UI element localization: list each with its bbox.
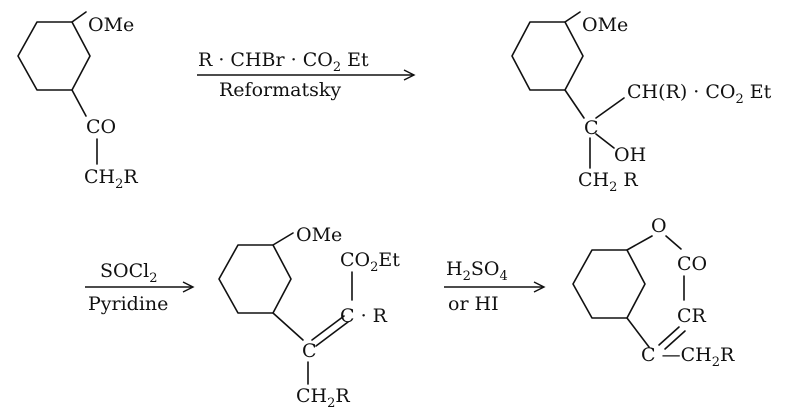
compound-2-ome-label: OMe [582,14,628,36]
compound-1-co-bond [71,89,87,117]
reaction-1-reagent-top: R · CHBr · CO2 Et [198,49,369,75]
reaction-arrow-3: H2SO4 or HI [444,258,546,315]
compound-2-ome-bond [564,11,581,23]
compound-4: O CO CR C —CH2R [572,215,735,370]
compound-4-o-to-co-bond [665,235,682,250]
compound-3-ch2r-label: CH2R [296,385,350,407]
reaction-1-reagent-bottom: Reformatsky [219,79,341,101]
compound-2-oh-bond [595,133,615,149]
reaction-arrow-1: R · CHBr · CO2 Et Reformatsky [197,49,416,101]
compound-3-benzene-ring [218,244,292,314]
reaction-arrow-2: SOCl2 Pyridine [85,260,195,315]
compound-3-double-bond-b [315,321,349,347]
compound-3-ring-to-c-bond [272,312,304,341]
compound-1: OMe CO CH2R [17,11,138,192]
compound-4-co-label: CO [677,253,707,275]
compound-3-double-bond-a [311,315,345,341]
compound-2-c-label: C [584,117,599,139]
compound-2-oh-label: OH [614,144,646,166]
compound-3: OMe CO2Et C · R C CH2R [218,224,400,407]
compound-1-ch2r-label: CH2R [84,166,138,192]
compound-4-double-bond-b [664,330,686,350]
compound-3-co2et-label: CO2Et [340,249,400,275]
reaction-3-reagent-top: H2SO4 [446,258,508,284]
reaction-3-arrow-head [533,281,546,293]
compound-1-benzene-ring [17,21,91,91]
compound-4-o-label: O [651,215,667,237]
reaction-2-reagent-top: SOCl2 [100,260,158,286]
compound-4-ring-to-c-bond [626,317,650,348]
compound-2-c-bond [564,89,585,119]
compound-1-ome-label: OMe [88,14,134,36]
compound-2-chr-bond [595,97,625,119]
reaction-1-arrow-head [403,69,416,81]
compound-4-double-bond-a [658,326,680,346]
compound-2-ch2r-label: CH2 R [578,169,638,195]
compound-2-benzene-ring [511,21,584,91]
compound-4-c-ch2r-label: C —CH2R [641,344,735,370]
reaction-3-reagent-bottom: or HI [448,293,499,315]
compound-3-c-label: C [302,340,317,362]
compound-1-co-label: CO [86,116,116,138]
compound-3-cr-label: C · R [340,305,388,327]
compound-3-ome-label: OMe [296,224,342,246]
compound-3-ome-bond [272,232,294,246]
compound-2: OMe C CH(R) · CO2 Et OH CH2 R [511,11,772,195]
compound-4-cr-label: CR [677,305,707,327]
compound-4-ring-to-o-bond [626,235,653,251]
compound-2-chr-label: CH(R) · CO2 Et [627,81,772,107]
reaction-2-arrow-head [182,281,195,293]
reaction-2-reagent-bottom: Pyridine [88,293,168,315]
compound-1-ome-bond [71,11,87,23]
compound-4-benzene-ring [572,249,646,319]
